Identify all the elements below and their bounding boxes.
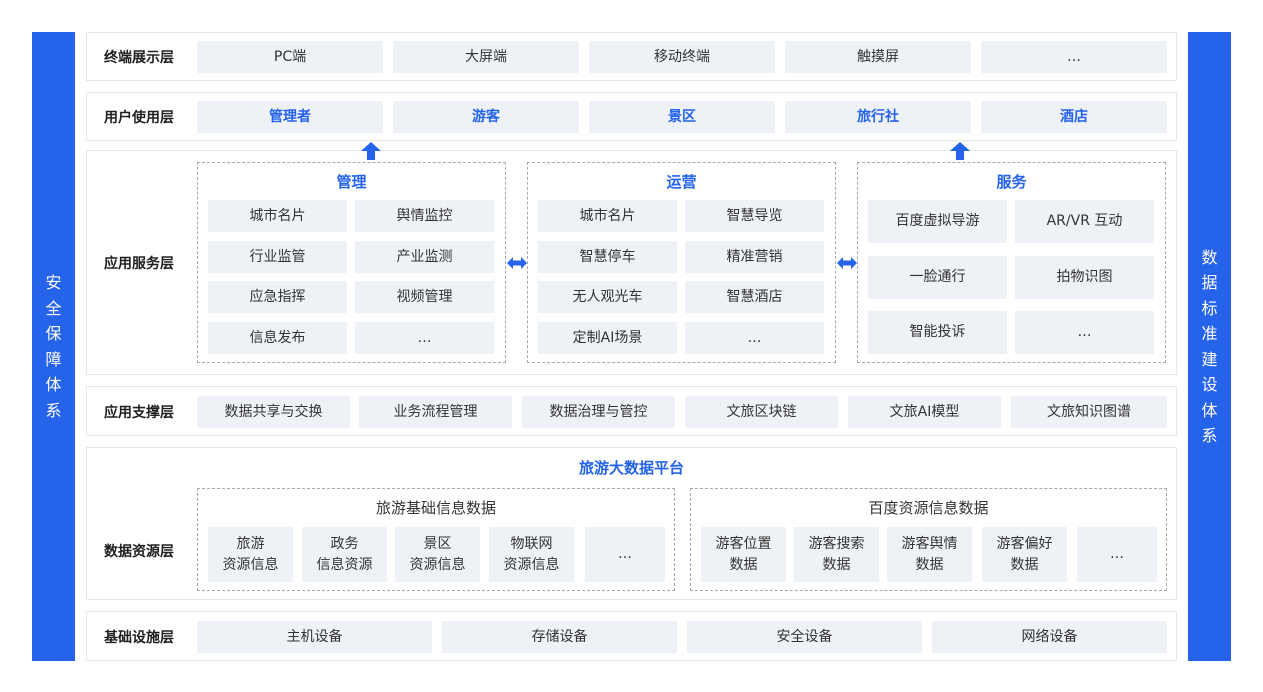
up-arrow-icon [361, 142, 381, 160]
data-item: … [1077, 527, 1157, 582]
service-item: 定制AI场景 [538, 322, 677, 354]
infra-item: 主机设备 [197, 621, 432, 653]
service-item: 智能投诉 [868, 311, 1007, 354]
service-item: 产业监测 [355, 241, 494, 273]
user-item: 旅行社 [785, 101, 971, 133]
service-item: 应急指挥 [208, 281, 347, 313]
layer-label: 基础设施层 [104, 630, 174, 646]
service-item: 一脸通行 [868, 256, 1007, 299]
double-arrow-icon [837, 257, 857, 269]
app-support-layer: 应用支撑层 数据共享与交换 业务流程管理 数据治理与管控 文旅区块链 文旅AI模… [86, 386, 1177, 436]
service-item: … [1015, 311, 1154, 354]
management-group: 管理 城市名片 舆情监控 行业监管 产业监测 应急指挥 视频管理 信息发布 … [197, 162, 506, 363]
terminal-layer: 终端展示层 PC端 大屏端 移动终端 触摸屏 … [86, 32, 1177, 81]
support-item: 文旅AI模型 [848, 396, 1001, 428]
data-item: 游客搜索数据 [794, 527, 879, 582]
platform-title: 旅游大数据平台 [578, 459, 684, 477]
service-item: 信息发布 [208, 322, 347, 354]
service-item: 精准营销 [685, 241, 824, 273]
operation-group: 运营 城市名片 智慧导览 智慧停车 精准营销 无人观光车 智慧酒店 定制AI场景… [527, 162, 836, 363]
user-item: 管理者 [197, 101, 383, 133]
support-item: 文旅知识图谱 [1011, 396, 1167, 428]
group-title: 百度资源信息数据 [868, 499, 989, 517]
data-item: 景区资源信息 [395, 527, 480, 582]
service-item: 视频管理 [355, 281, 494, 313]
service-item: 百度虚拟导游 [868, 200, 1007, 243]
data-item: 游客位置数据 [701, 527, 786, 582]
user-item: 景区 [589, 101, 775, 133]
service-item: 城市名片 [538, 200, 677, 232]
service-item: 行业监管 [208, 241, 347, 273]
support-item: 业务流程管理 [359, 396, 512, 428]
layer-label: 用户使用层 [104, 110, 174, 126]
data-item: 政务信息资源 [302, 527, 387, 582]
infra-item: 存储设备 [442, 621, 677, 653]
user-layer: 用户使用层 管理者 游客 景区 旅行社 酒店 [86, 92, 1177, 141]
terminal-item: 触摸屏 [785, 41, 971, 73]
double-arrow-icon [507, 257, 527, 269]
infra-item: 网络设备 [932, 621, 1167, 653]
layer-label: 应用支撑层 [104, 405, 174, 421]
group-title: 服务 [996, 173, 1027, 191]
service-group: 服务 百度虚拟导游 AR/VR 互动 一脸通行 拍物识图 智能投诉 … [857, 162, 1166, 363]
layer-label: 终端展示层 [104, 50, 174, 66]
service-item: 舆情监控 [355, 200, 494, 232]
service-item: … [685, 322, 824, 354]
service-item: … [355, 322, 494, 354]
service-item: 拍物识图 [1015, 256, 1154, 299]
support-item: 数据共享与交换 [197, 396, 350, 428]
service-item: 智慧停车 [538, 241, 677, 273]
baidu-data-group: 百度资源信息数据 游客位置数据 游客搜索数据 游客舆情数据 游客偏好数据 … [690, 488, 1167, 591]
data-item: 游客舆情数据 [887, 527, 972, 582]
data-item: 游客偏好数据 [982, 527, 1067, 582]
infra-item: 安全设备 [687, 621, 922, 653]
data-standard-system-bar: 数据标准建设体系 [1188, 32, 1231, 661]
tourism-base-data-group: 旅游基础信息数据 旅游资源信息 政务信息资源 景区资源信息 物联网资源信息 … [197, 488, 675, 591]
user-item: 酒店 [981, 101, 1167, 133]
security-system-bar: 安全保障体系 [32, 32, 75, 661]
group-title: 运营 [666, 173, 697, 191]
app-service-layer: 应用服务层 管理 城市名片 舆情监控 行业监管 产业监测 应急指挥 视频管理 信… [86, 150, 1177, 375]
data-item: … [585, 527, 665, 582]
group-title: 管理 [336, 173, 367, 191]
terminal-item: 大屏端 [393, 41, 579, 73]
service-item: 无人观光车 [538, 281, 677, 313]
user-item: 游客 [393, 101, 579, 133]
support-item: 数据治理与管控 [522, 396, 675, 428]
layer-label: 数据资源层 [104, 544, 174, 560]
terminal-item: … [981, 41, 1167, 73]
service-item: 智慧酒店 [685, 281, 824, 313]
service-item: 城市名片 [208, 200, 347, 232]
layer-label: 应用服务层 [104, 256, 174, 272]
data-item: 旅游资源信息 [208, 527, 293, 582]
group-title: 旅游基础信息数据 [375, 499, 496, 517]
up-arrow-icon [950, 142, 970, 160]
data-resource-layer: 数据资源层 旅游大数据平台 旅游基础信息数据 旅游资源信息 政务信息资源 景区资… [86, 447, 1177, 600]
terminal-item: 移动终端 [589, 41, 775, 73]
service-item: AR/VR 互动 [1015, 200, 1154, 243]
service-item: 智慧导览 [685, 200, 824, 232]
terminal-item: PC端 [197, 41, 383, 73]
data-item: 物联网资源信息 [489, 527, 574, 582]
support-item: 文旅区块链 [685, 396, 838, 428]
infrastructure-layer: 基础设施层 主机设备 存储设备 安全设备 网络设备 [86, 611, 1177, 661]
